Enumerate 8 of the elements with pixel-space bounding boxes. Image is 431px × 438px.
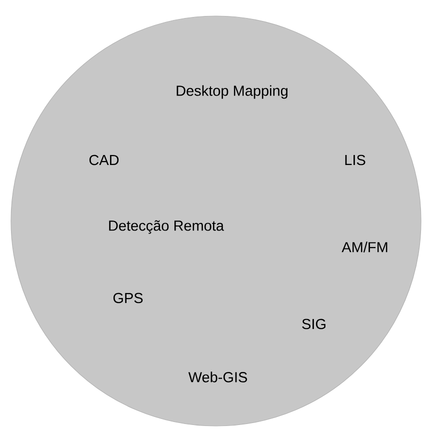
term-label: SIG bbox=[302, 318, 326, 330]
term-label: Desktop Mapping bbox=[176, 85, 288, 99]
term-label: Web-GIS bbox=[188, 372, 248, 382]
term-label: Detecção Remota bbox=[109, 220, 224, 234]
term-label: CAD bbox=[89, 154, 119, 166]
term-label: LIS bbox=[345, 154, 366, 166]
term-label: GPS bbox=[113, 292, 143, 304]
term-label: AM/FM bbox=[342, 242, 388, 252]
